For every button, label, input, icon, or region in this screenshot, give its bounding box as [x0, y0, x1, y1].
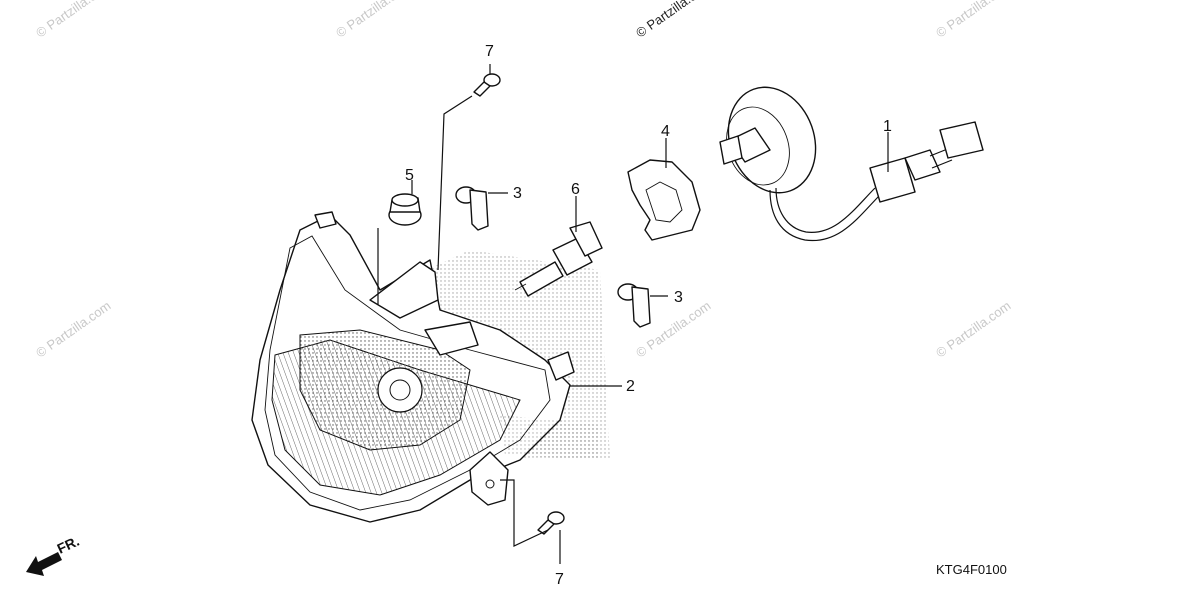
watermark: © Partzilla.com [633, 0, 713, 40]
watermark: © Partzilla.com [33, 298, 113, 361]
bulb-retainer [627, 159, 701, 241]
screw-upper [473, 73, 501, 97]
callout-3-upper: 3 [513, 185, 522, 202]
callout-7-upper: 7 [485, 43, 494, 60]
leader-lines [377, 64, 889, 564]
socket-harness [719, 86, 984, 242]
watermark: © Partzilla.com [933, 0, 1013, 40]
diagram-reference-code: KTG4F0100 [936, 562, 1007, 577]
grommet [388, 193, 422, 226]
callout-5: 5 [405, 167, 414, 184]
callout-4: 4 [661, 123, 670, 140]
callout-3-lower: 3 [674, 289, 683, 306]
rubber-cap-upper [455, 186, 489, 231]
watermark: © Partzilla.com [933, 298, 1013, 361]
callout-7-lower: 7 [555, 571, 564, 588]
watermark: © Partzilla.com [33, 0, 113, 40]
callout-labels: 7 5 3 6 4 1 3 2 7 [405, 43, 892, 588]
callout-6: 6 [571, 181, 580, 198]
callout-1: 1 [883, 118, 892, 135]
screw-lower [537, 511, 565, 535]
headlight-bulb [514, 221, 603, 297]
front-arrow-icon [26, 552, 62, 576]
rubber-cap-lower [617, 283, 651, 328]
callout-2: 2 [626, 378, 635, 395]
front-direction-indicator: FR. [26, 533, 82, 576]
watermark: © Partzilla.com [333, 0, 413, 40]
front-label: FR. [55, 533, 82, 557]
headlight-unit [251, 211, 610, 523]
